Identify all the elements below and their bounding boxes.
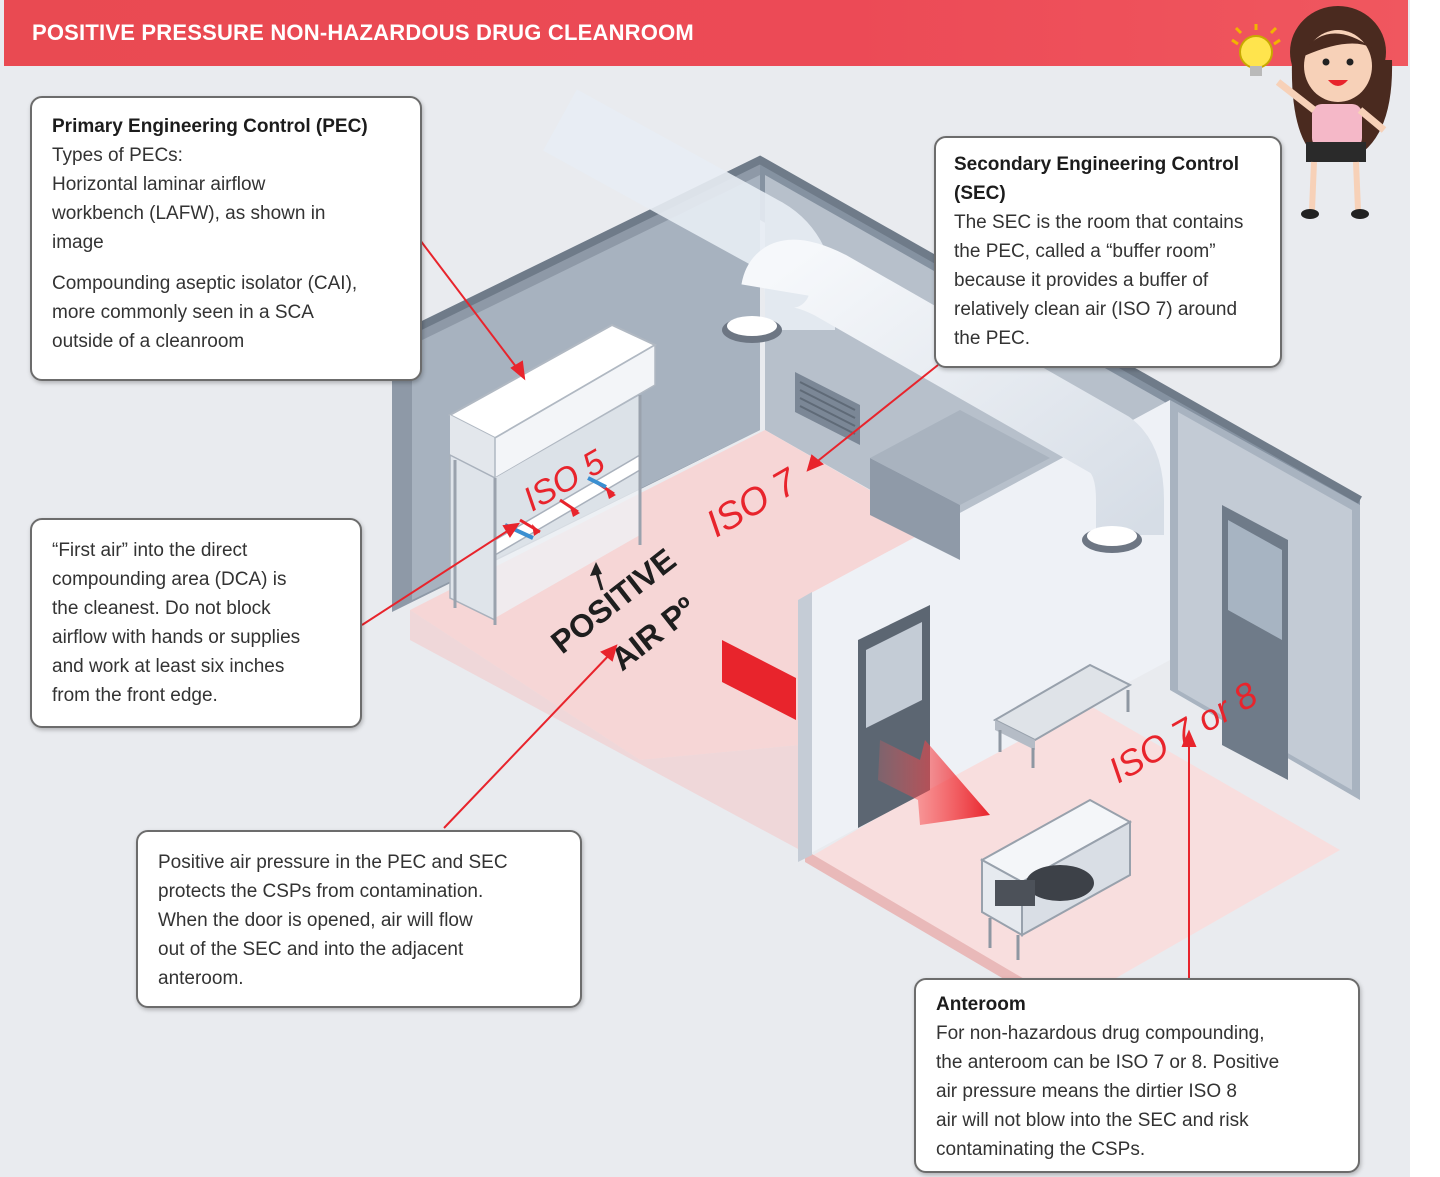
sec-line: the PEC. (954, 328, 1031, 349)
pec-line: Compounding aseptic isolator (CAI), (52, 273, 358, 294)
first-air-line: the cleanest. Do not block (52, 598, 271, 619)
positive-line: out of the SEC and into the adjacent (158, 939, 464, 960)
lafw-hood (447, 323, 658, 625)
vent-grille (795, 372, 860, 445)
sec-heading: (SEC) (954, 183, 1006, 204)
pec-line: more commonly seen in a SCA (52, 302, 314, 323)
first-air-line: and work at least six inches (52, 656, 285, 677)
lightbulb-icon (1231, 24, 1281, 76)
anteroom-line: air will not blow into the SEC and risk (936, 1110, 1249, 1131)
sec-heading: Secondary Engineering Control (954, 154, 1240, 175)
pec-line: outside of a cleanroom (52, 331, 245, 352)
pass-through (870, 458, 960, 560)
pec-line: Horizontal laminar airflow (52, 174, 266, 195)
sec-callout: Secondary Engineering Control (SEC) The … (934, 136, 1282, 368)
door-marker (722, 640, 796, 720)
anteroom-line: air pressure means the dirtier ISO 8 (936, 1081, 1237, 1102)
sec-line: the PEC, called a “buffer room” (954, 241, 1216, 262)
anteroom-line: the anteroom can be ISO 7 or 8. Positive (936, 1052, 1280, 1073)
positive-pressure-callout: Positive air pressure in the PEC and SEC… (136, 830, 582, 1008)
sec-line: The SEC is the room that contains (954, 212, 1244, 233)
anteroom-heading: Anteroom (936, 994, 1026, 1015)
pec-line: image (52, 232, 104, 253)
positive-line: When the door is opened, air will flow (158, 910, 473, 931)
anteroom-line: contaminating the CSPs. (936, 1139, 1146, 1160)
connector-lines (361, 239, 1197, 978)
anteroom-line: For non-hazardous drug compounding, (936, 1023, 1265, 1044)
pec-line: Types of PECs: (52, 145, 183, 166)
first-air-line: airflow with hands or supplies (52, 627, 301, 648)
girl-mascot (1275, 6, 1393, 219)
positive-connector (443, 651, 613, 829)
pec-heading: Primary Engineering Control (PEC) (52, 116, 368, 137)
sec-connector (813, 364, 939, 465)
pec-line: workbench (LAFW), as shown in (52, 203, 326, 224)
positive-line: anteroom. (158, 968, 244, 989)
anteroom-bench (992, 663, 1133, 768)
pec-callout: Primary Engineering Control (PEC) Types … (30, 96, 422, 381)
positive-line: protects the CSPs from contamination. (158, 881, 484, 902)
first-air-line: “First air” into the direct (52, 540, 248, 561)
pec-connector (419, 239, 521, 373)
sec-line: relatively clean air (ISO 7) around (954, 299, 1238, 320)
sec-line: because it provides a buffer of (954, 270, 1209, 291)
title-banner: POSITIVE PRESSURE NON-HAZARDOUS DRUG CLE… (4, 0, 1408, 66)
anteroom-callout: Anteroom For non-hazardous drug compound… (914, 978, 1360, 1173)
first-air-connector (361, 527, 513, 626)
first-air-line: from the front edge. (52, 685, 218, 706)
airflow-arrow (878, 740, 990, 825)
page-edge (1410, 0, 1440, 1177)
positive-line: Positive air pressure in the PEC and SEC (158, 852, 508, 873)
first-air-callout: “First air” into the direct compounding … (30, 518, 362, 728)
page-title: POSITIVE PRESSURE NON-HAZARDOUS DRUG CLE… (32, 20, 694, 45)
first-air-line: compounding area (DCA) is (52, 569, 287, 590)
